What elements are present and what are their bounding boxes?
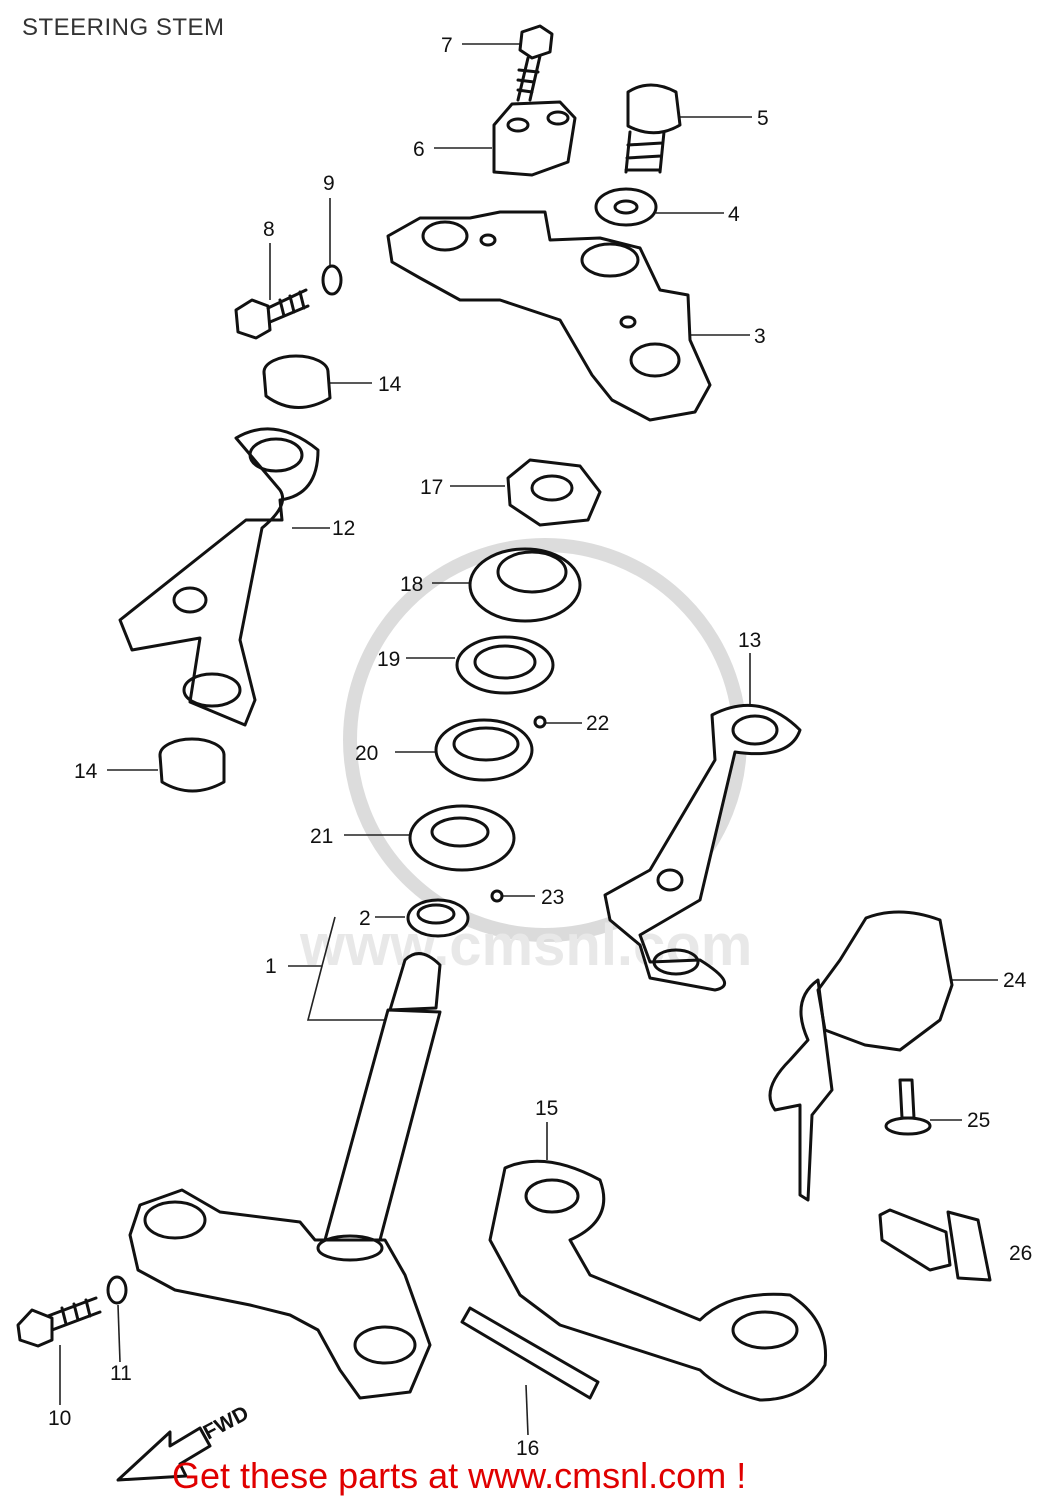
label-part-15: 15: [535, 1097, 558, 1120]
leader-lines: [59, 43, 998, 1436]
label-part-1: 1: [265, 955, 277, 978]
label-part-9: 9: [323, 172, 335, 195]
part-5-bolt: [624, 83, 682, 174]
label-part-8: 8: [263, 218, 275, 241]
part-11-lockwasher: [106, 1275, 128, 1305]
label-part-21: 21: [310, 825, 333, 848]
label-part-13: 13: [738, 629, 761, 652]
label-part-2: 2: [359, 907, 371, 930]
diagram-title: STEERING STEM: [22, 14, 225, 41]
part-22-ball: [533, 715, 547, 729]
label-part-7: 7: [441, 34, 453, 57]
part-4-washer: [594, 187, 658, 227]
part-17-nut: [506, 458, 602, 527]
label-part-24: 24: [1003, 969, 1027, 992]
part-6-clamp: [492, 100, 577, 177]
part-23-ball: [490, 889, 504, 903]
watermark-logo: www.cmsnl.com: [299, 538, 752, 978]
label-part-14-upper: 14: [378, 373, 402, 396]
label-part-19: 19: [377, 648, 400, 671]
part-24-steering-lock: [768, 910, 954, 1202]
label-part-16: 16: [516, 1437, 539, 1460]
part-21-bearing-race: [408, 804, 516, 872]
part-1-steering-stem: [128, 952, 442, 1400]
part-3-upper-bracket: [386, 210, 712, 422]
part-2-dust-seal: [406, 898, 470, 938]
label-part-25: 25: [967, 1109, 990, 1132]
part-13-headlight-bracket: [603, 703, 802, 992]
label-part-6: 6: [413, 138, 425, 161]
label-part-22: 22: [586, 712, 609, 735]
label-part-10: 10: [48, 1407, 71, 1430]
label-part-23: 23: [541, 886, 564, 909]
part-9-lockwasher: [321, 264, 343, 296]
part-14-bushing-upper: [262, 354, 332, 409]
part-20-bearing: [434, 718, 534, 782]
label-part-11: 11: [110, 1362, 132, 1385]
label-part-20: 20: [355, 742, 378, 765]
part-7-bolt: [516, 24, 554, 102]
footer-promo-text: Get these parts at www.cmsnl.com !: [172, 1455, 747, 1496]
label-part-12: 12: [332, 517, 355, 540]
part-25-screw: [884, 1078, 932, 1136]
label-part-18: 18: [400, 573, 423, 596]
part-15-lower-bracket: [488, 1159, 828, 1402]
label-part-5: 5: [757, 107, 769, 130]
part-number-labels: 1 2 3 4 5 6 7 8 9 10 11 12 13 14 14 15 1…: [48, 34, 1032, 1460]
part-8-bolt: [234, 288, 310, 340]
part-10-bolt: [16, 1296, 102, 1348]
part-18-bearing-seal: [468, 547, 582, 623]
part-12-headlight-bracket: [118, 427, 320, 727]
part-26-lock-cylinder: [878, 1208, 992, 1282]
label-part-14-lower: 14: [74, 760, 98, 783]
part-19-bearing-race: [455, 635, 555, 695]
label-part-26: 26: [1009, 1242, 1032, 1265]
label-part-4: 4: [728, 203, 740, 226]
label-part-17: 17: [420, 476, 443, 499]
part-16-reflector: [460, 1306, 600, 1400]
fwd-label: FWD: [200, 1402, 253, 1445]
part-14-bushing-lower: [158, 737, 226, 793]
label-part-3: 3: [754, 325, 766, 348]
